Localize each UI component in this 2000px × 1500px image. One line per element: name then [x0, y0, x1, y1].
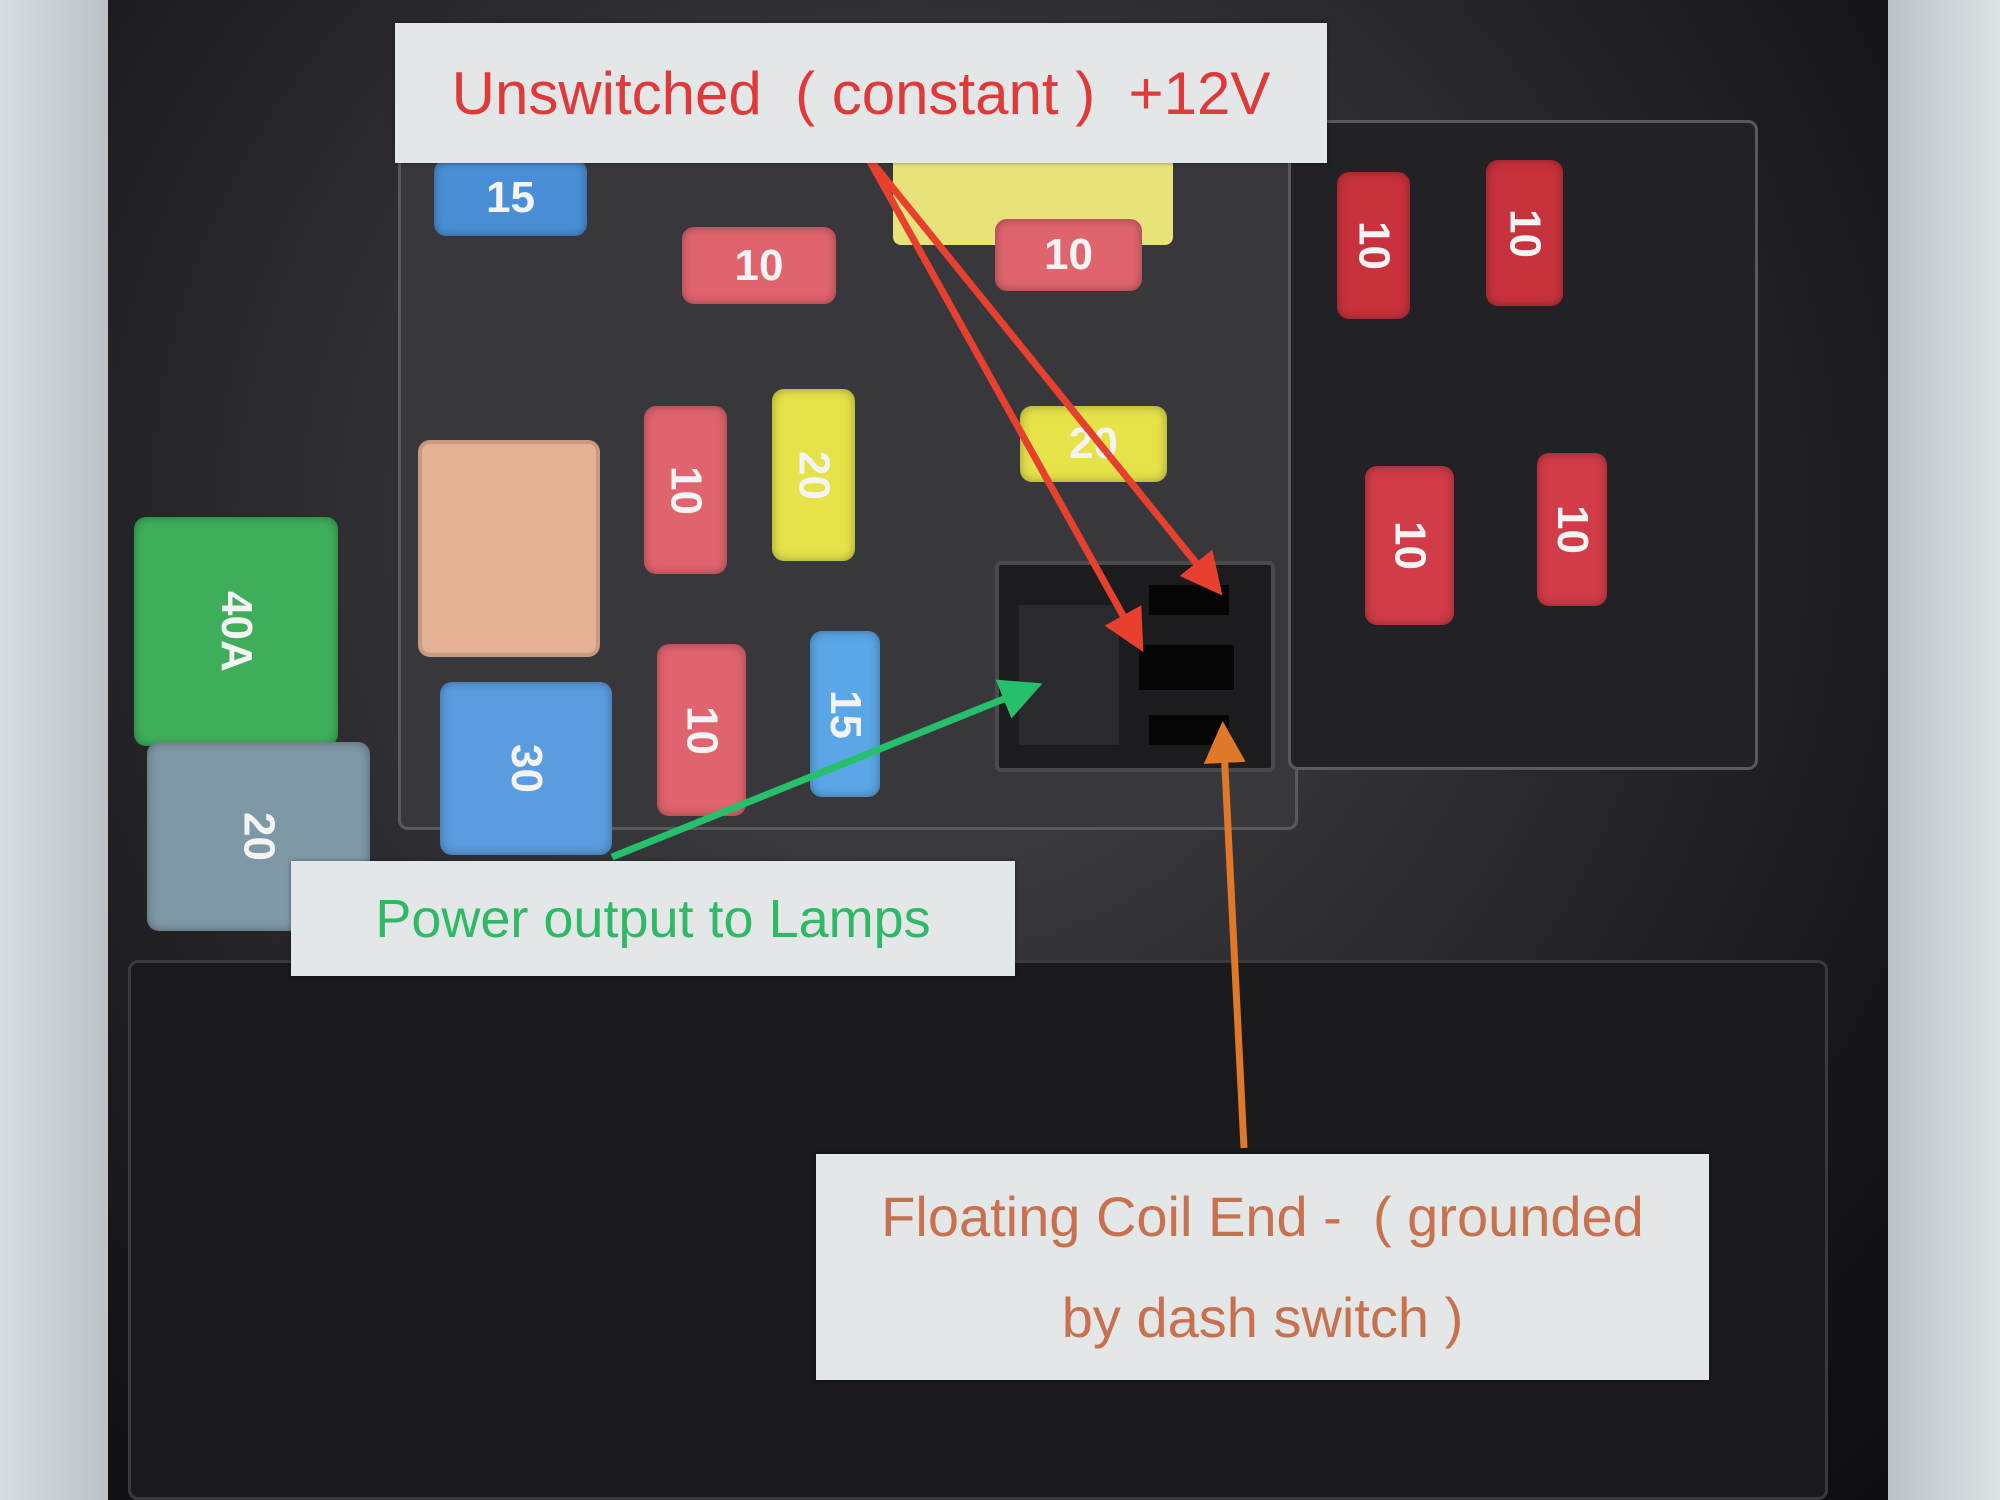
fuse: 10: [644, 406, 727, 574]
socket-terminal-middle: [1139, 645, 1234, 690]
fuse: 10: [657, 644, 746, 816]
label-power-output-text: Power output to Lamps: [375, 888, 931, 949]
fuse: 10: [682, 227, 836, 304]
fuse: 10: [1337, 172, 1410, 319]
label-floating-coil-line1: Floating Coil End - ( grounded: [881, 1185, 1644, 1248]
label-floating-coil: Floating Coil End - ( grounded by dash s…: [816, 1154, 1709, 1380]
fuse: 10: [1537, 453, 1607, 606]
fuse: 10: [1486, 160, 1563, 306]
socket-terminal-left: [1019, 605, 1119, 745]
orange-arrow-coil: [1203, 721, 1248, 1149]
fuse: 10: [995, 219, 1142, 291]
fuse: 20: [147, 742, 370, 931]
red-arrow-top-terminal: [864, 153, 1223, 596]
green-arrow-output: [610, 679, 1043, 861]
fuse: 10: [1365, 466, 1454, 625]
fuse: 30: [440, 682, 612, 855]
label-floating-coil-line2: by dash switch ): [1061, 1286, 1464, 1349]
label-unswitched-text: Unswitched ( constant ) +12V: [451, 59, 1271, 127]
fuse: 15: [434, 160, 587, 236]
fuse: 20: [772, 389, 855, 561]
relay-tan: [418, 440, 600, 657]
red-arrow-left-terminal: [863, 154, 1144, 653]
monitor-bezel-right: [1880, 0, 2000, 1500]
fuse-box-photo: 15 10 10 10 10 10 20 20 40A 30 10 15 20 …: [108, 0, 1888, 1500]
fuse: 40A: [134, 517, 338, 746]
monitor-bezel-left: [0, 0, 120, 1500]
label-power-output: Power output to Lamps: [291, 861, 1015, 976]
label-unswitched: Unswitched ( constant ) +12V: [395, 23, 1327, 163]
